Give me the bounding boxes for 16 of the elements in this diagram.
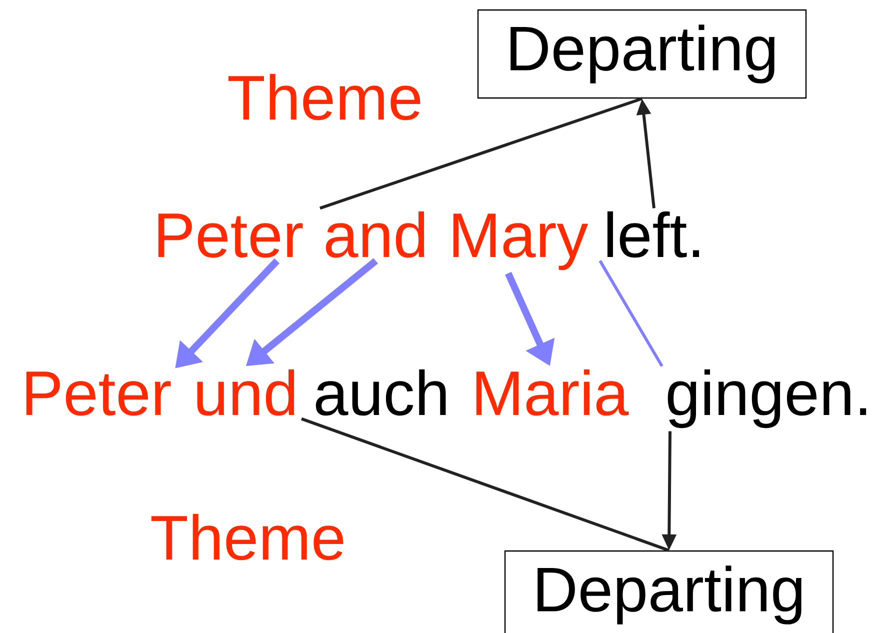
word: Peter	[158, 214, 303, 258]
connector-line	[301, 417, 670, 552]
word: left.	[607, 211, 699, 258]
label-box: Departing	[504, 550, 834, 633]
edge-label: Theme	[228, 74, 420, 120]
connector-line	[320, 97, 642, 210]
connector-line	[598, 260, 664, 367]
word: auch	[316, 369, 446, 416]
word: Peter	[26, 372, 171, 416]
edge-label: Theme	[151, 514, 344, 560]
word: Mary	[453, 214, 588, 270]
word: Maria	[476, 369, 629, 416]
word: und	[197, 369, 294, 416]
word: gingen.	[668, 369, 866, 428]
label-box: Departing	[477, 9, 807, 99]
word: and	[326, 211, 424, 258]
